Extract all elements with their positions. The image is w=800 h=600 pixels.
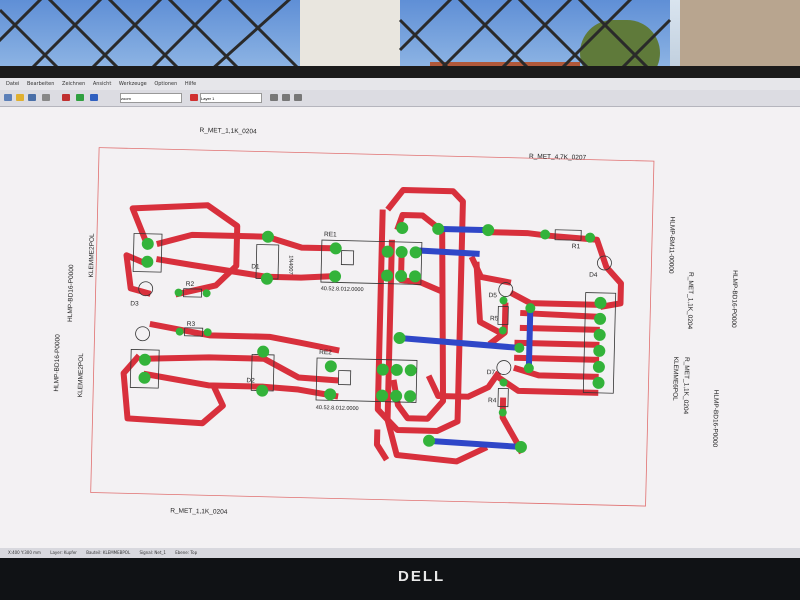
resistor-r3 <box>184 327 204 337</box>
label-right-vertical-1: HLMP-BM11-00000 <box>667 217 675 274</box>
led-d5 <box>135 326 150 342</box>
label-right-r-met: R_MET_1,1K_0204 <box>682 357 690 415</box>
menu-item[interactable]: Hilfe <box>184 81 197 87</box>
snap-icon[interactable] <box>282 94 290 101</box>
label-r-top-left: R_MET_1,1K_0204 <box>199 127 257 135</box>
board-outline <box>90 147 655 507</box>
status-coords: X:400 Y:300 mm <box>8 550 41 555</box>
delete-icon[interactable] <box>62 94 70 101</box>
label-r-bottom: R_MET_1,1K_0204 <box>170 507 228 515</box>
taskbar <box>0 558 800 600</box>
pads <box>138 222 607 453</box>
resistor-r4 <box>497 388 509 408</box>
label-re1: RE1 <box>324 231 337 238</box>
relay-coil-2 <box>337 370 352 386</box>
label-left-vertical-2: HLMP-BD16-P0000 <box>67 264 75 322</box>
red-traces <box>120 187 624 465</box>
label-right-hlmp: HLMP-BD16-P0000 <box>711 390 719 448</box>
label-right-vertical-2: R_MET_1,1K_0204 <box>686 272 694 330</box>
lattice-window <box>0 0 672 82</box>
label-right-vertical-3: HLMP-BD16-P0000 <box>730 270 738 328</box>
led-d6 <box>498 282 514 297</box>
label-r3: R3 <box>187 321 196 328</box>
open-folder-icon[interactable] <box>16 94 24 101</box>
zoom-icon[interactable] <box>90 94 98 101</box>
status-part: Bauteil: KLEMMEBPOL <box>86 550 131 555</box>
label-re2: RE2 <box>319 349 332 356</box>
status-mode: Ebene: Top <box>175 550 198 555</box>
terminal-block-bottom <box>129 349 160 389</box>
led-d3 <box>138 281 154 297</box>
blue-traces <box>399 225 534 451</box>
ok-icon[interactable] <box>76 94 84 101</box>
terminal-block-top <box>132 233 163 273</box>
menu-item[interactable]: Datei <box>6 81 20 87</box>
led-d7 <box>496 360 512 375</box>
menu-item[interactable]: Bearbeiten <box>26 81 55 87</box>
label-r4: R4 <box>488 397 497 404</box>
label-relay-part-2: 40.52.8.012.0000 <box>316 405 359 412</box>
status-layer: Layer: Kupfer <box>50 550 77 555</box>
grid-icon[interactable] <box>270 94 278 101</box>
label-diode-part: 1N4007 <box>287 255 293 274</box>
measure-icon[interactable] <box>294 94 302 101</box>
monitor-screen: Datei Bearbeiten Zeichnen Ansicht Werkze… <box>0 78 800 600</box>
status-signal: Signal: Net_1 <box>139 550 166 555</box>
relay-re2 <box>315 357 418 403</box>
label-left-klemme-top: KLEMME2POL <box>88 233 96 278</box>
label-d7: D7 <box>487 369 496 376</box>
menu-bar: Datei Bearbeiten Zeichnen Ansicht Werkze… <box>0 78 800 90</box>
label-right-klemme: KLEMME6POL <box>671 357 679 402</box>
menu-item[interactable]: Zeichnen <box>62 81 86 87</box>
menu-item[interactable]: Werkzeuge <box>118 81 147 87</box>
relay-re1 <box>320 239 423 285</box>
label-r1: R1 <box>572 243 581 250</box>
label-d5: D5 <box>489 292 498 299</box>
label-left-vertical-1: HLMP-BD16-P0000 <box>53 334 61 392</box>
save-icon[interactable] <box>28 94 36 101</box>
resistor-r2 <box>183 288 203 298</box>
relay-coil-1 <box>340 250 355 266</box>
resistor-r1 <box>554 229 582 241</box>
label-r5: R5 <box>490 315 499 322</box>
label-relay-part-1: 40.52.8.012.0000 <box>321 286 364 293</box>
flag-icon <box>190 94 198 101</box>
layer-field[interactable] <box>200 93 262 103</box>
resistor-r5 <box>497 305 509 326</box>
new-file-icon[interactable] <box>4 94 12 101</box>
terminal-block-6pol <box>582 292 617 394</box>
menu-item[interactable]: Optionen <box>154 81 178 87</box>
menu-item[interactable]: Ansicht <box>92 81 112 87</box>
led-d4 <box>597 255 612 271</box>
print-icon[interactable] <box>42 94 50 101</box>
label-r2: R2 <box>186 281 195 288</box>
label-d3: D3 <box>130 300 139 307</box>
label-r-top-right: R_MET_4,7K_0207 <box>529 153 587 161</box>
label-d2: D2 <box>246 377 255 384</box>
toolbar <box>0 90 800 107</box>
label-d1: D1 <box>251 263 260 270</box>
status-bar: X:400 Y:300 mm Layer: Kupfer Bauteil: KL… <box>0 548 800 558</box>
dell-logo: DELL <box>398 568 446 585</box>
label-left-klemme-bottom: KLEMME2POL <box>77 353 85 398</box>
zoom-field[interactable] <box>120 93 182 103</box>
label-d4: D4 <box>589 272 598 279</box>
